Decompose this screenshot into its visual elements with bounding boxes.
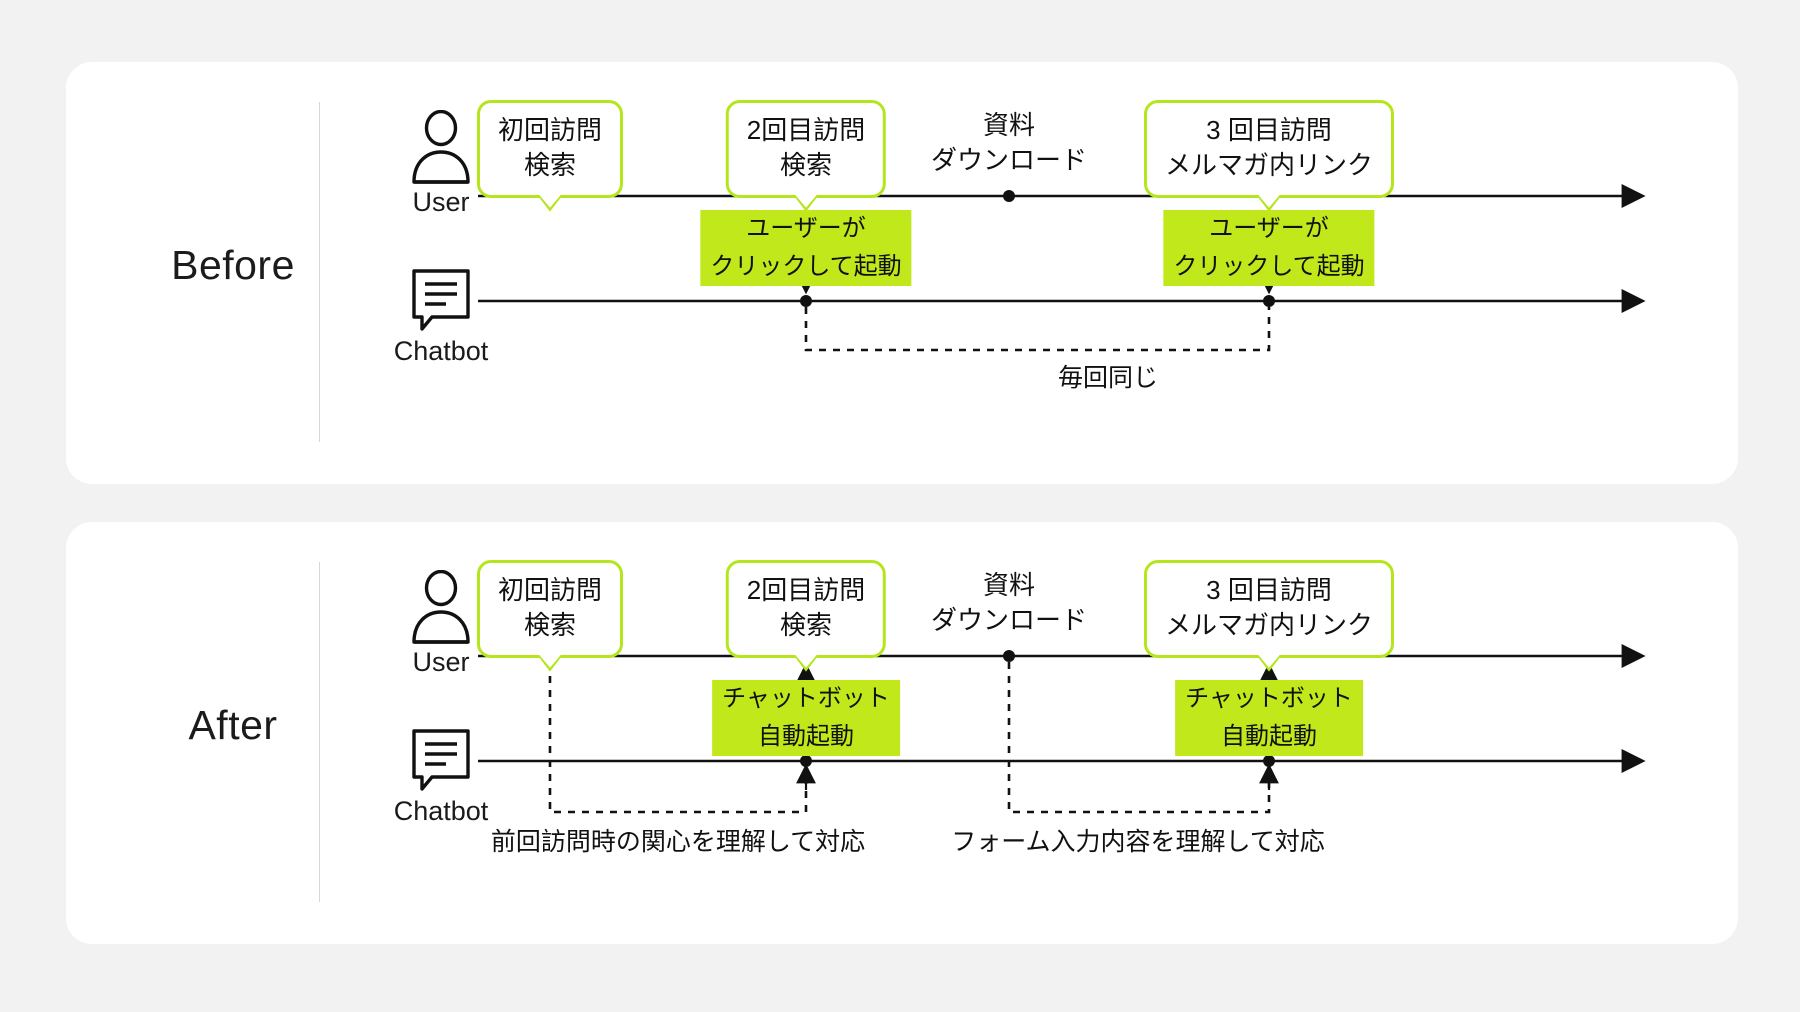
after-dot-download (1003, 650, 1015, 662)
before-callout-visit2-line1: 2回目訪問 (746, 115, 866, 145)
before-divider (319, 102, 320, 442)
after-user-label: User (412, 647, 470, 677)
after-caption-form-input: フォーム入力内容を理解して対応 (951, 828, 1325, 856)
after-divider (319, 562, 320, 902)
before-callout-visit1-line1: 初回訪問 (497, 115, 603, 145)
after-note-auto-2-line2: 自動起動 (1215, 719, 1322, 756)
after-callout-visit2-line1: 2回目訪問 (746, 575, 866, 605)
before-caption-same-every-time: 毎回同じ (1057, 364, 1159, 392)
person-icon (412, 110, 470, 184)
after-user-actor: User (366, 570, 516, 678)
after-callout-visit3-line1: 3 回目訪問 (1206, 575, 1332, 605)
after-label-download-line1: 資料 (982, 570, 1036, 600)
before-note-click-1-line2: クリックして起動 (705, 249, 907, 286)
before-callout-visit2-line2: 検索 (779, 149, 832, 180)
person-icon (412, 570, 470, 644)
after-label-download: 資料 ダウンロード (931, 568, 1087, 638)
after-callout-visit2: 2回目訪問 検索 (725, 560, 887, 658)
before-label-download-line1: 資料 (982, 110, 1036, 140)
after-callout-visit3-line2: メルマガ内リンク (1164, 609, 1374, 640)
before-user-label: User (412, 187, 470, 217)
after-callout-visit1-line1: 初回訪問 (497, 575, 603, 605)
before-note-click-2: ユーザーが クリックして起動 (1163, 210, 1375, 287)
before-card: Before User Chatbot (66, 62, 1738, 484)
after-note-auto-2: チャットボット 自動起動 (1175, 680, 1363, 757)
before-label-download: 資料 ダウンロード (931, 108, 1087, 178)
before-callout-visit1-line2: 検索 (523, 149, 577, 180)
before-note-click-2-line2: クリックして起動 (1168, 249, 1370, 286)
before-chatbot-actor: Chatbot (366, 267, 516, 367)
after-section-label: After (188, 702, 278, 748)
before-label-download-line2: ダウンロード (930, 144, 1088, 175)
after-chatbot-label: Chatbot (393, 796, 489, 826)
after-card: After User Chatbot (66, 522, 1738, 944)
after-callout-visit1: 初回訪問 検索 (476, 560, 624, 658)
after-note-auto-1-line1: チャットボット (717, 681, 895, 718)
chat-message-icon (412, 729, 470, 791)
before-repeat-connector (804, 307, 1271, 352)
before-callout-visit3-line2: メルマガ内リンク (1164, 149, 1374, 180)
after-bot-dot-2 (1263, 755, 1275, 767)
after-label-download-line2: ダウンロード (930, 604, 1088, 635)
after-callout-visit3: 3 回目訪問 メルマガ内リンク (1143, 560, 1395, 658)
before-callout-visit3-line1: 3 回目訪問 (1206, 115, 1332, 145)
before-chatbot-label: Chatbot (393, 336, 489, 366)
before-callout-visit1: 初回訪問 検索 (476, 100, 624, 198)
after-note-auto-1: チャットボット 自動起動 (712, 680, 900, 757)
before-bot-dot-1 (800, 295, 812, 307)
before-user-actor: User (366, 110, 516, 218)
before-note-click-2-line1: ユーザーが (1204, 211, 1334, 248)
after-bot-dot-1 (800, 755, 812, 767)
before-dot-download (1003, 190, 1015, 202)
after-note-auto-1-line2: 自動起動 (752, 719, 859, 756)
before-note-click-1-line1: ユーザーが (741, 211, 871, 248)
after-callout-visit1-line2: 検索 (523, 609, 577, 640)
after-note-auto-2-line1: チャットボット (1180, 681, 1358, 718)
before-section-label: Before (171, 242, 295, 288)
after-caption-prev-visit: 前回訪問時の関心を理解して対応 (490, 828, 866, 856)
before-callout-visit2: 2回目訪問 検索 (725, 100, 887, 198)
before-bot-dot-2 (1263, 295, 1275, 307)
after-callout-visit2-line2: 検索 (779, 609, 832, 640)
chat-message-icon (412, 269, 470, 331)
before-note-click-1: ユーザーが クリックして起動 (700, 210, 912, 287)
before-callout-visit3: 3 回目訪問 メルマガ内リンク (1143, 100, 1395, 198)
after-chatbot-actor: Chatbot (366, 727, 516, 827)
